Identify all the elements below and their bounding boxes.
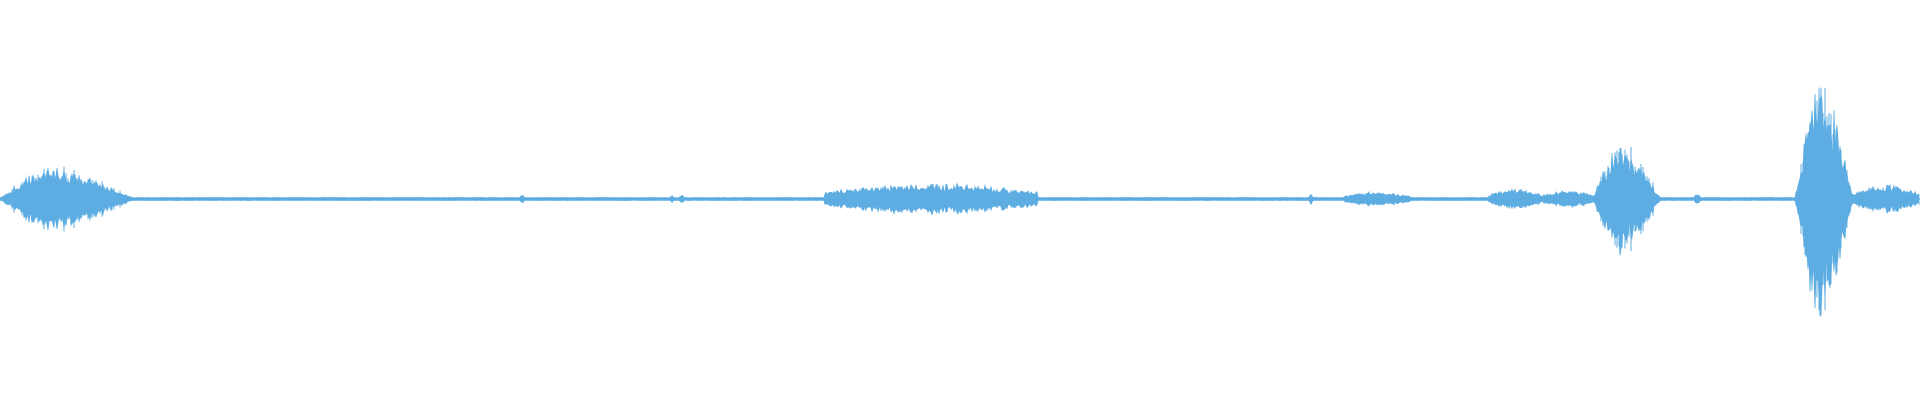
waveform-path-group (0, 87, 1920, 317)
waveform-path (0, 92, 1920, 317)
